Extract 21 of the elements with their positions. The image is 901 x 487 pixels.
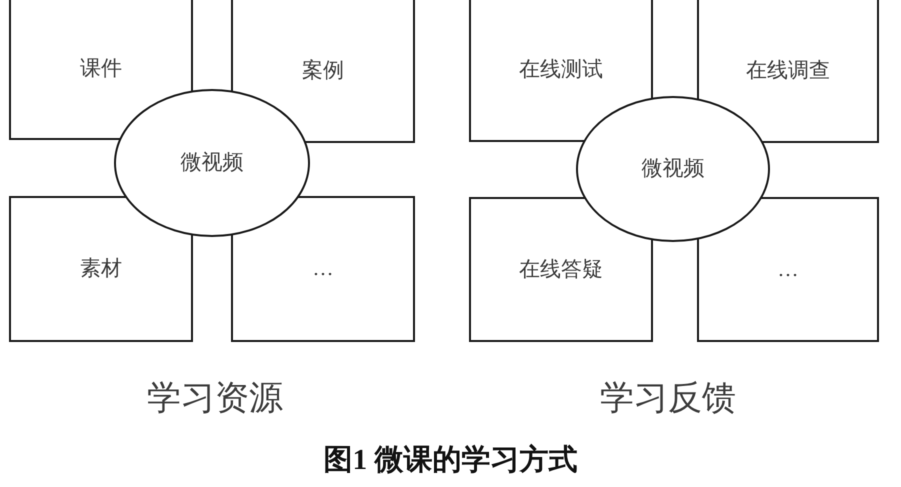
node-label: 课件: [80, 57, 122, 81]
node-label: 微视频: [180, 151, 244, 175]
panel-label: 学习反馈: [600, 380, 736, 418]
node-label: 在线调查: [746, 58, 830, 82]
node-label: 素材: [80, 257, 122, 281]
node-label: 在线测试: [519, 58, 603, 82]
node-label: 在线答疑: [519, 258, 603, 282]
figure-caption: 图1 微课的学习方式: [324, 445, 578, 477]
category-box: [697, 197, 879, 342]
category-box: [9, 196, 193, 342]
category-box: [469, 0, 653, 142]
category-box: [9, 0, 193, 140]
category-box: [231, 0, 415, 143]
node-label: …: [778, 258, 798, 282]
node-label: 案例: [302, 58, 344, 82]
node-label: 微视频: [642, 157, 704, 181]
category-box: [697, 0, 879, 143]
panel-label: 学习资源: [147, 380, 283, 418]
category-box: [231, 196, 415, 342]
category-box: [469, 197, 653, 342]
node-label: …: [312, 257, 334, 281]
